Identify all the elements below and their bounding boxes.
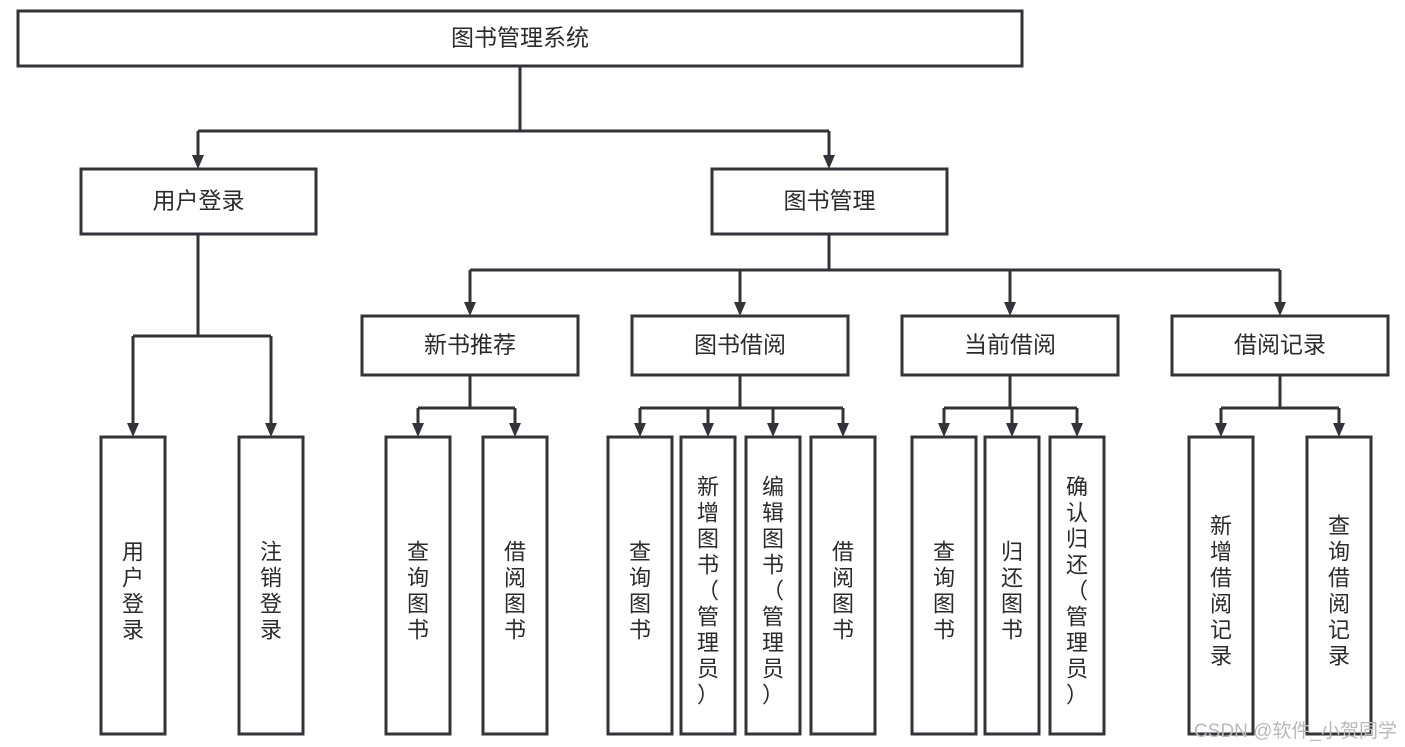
book-manage-split-branch-2-arrowhead (1004, 302, 1016, 316)
leaf-leaf-user-login-label: 用户登录 (122, 539, 144, 642)
node-leaf-add-book[interactable]: 新增图书（管理员） (679, 435, 737, 736)
level3-borrow-record-box[interactable] (1170, 314, 1390, 377)
current-borrow-split-branch-1-arrowhead (1006, 423, 1018, 437)
node-borrow-record[interactable]: 借阅记录 (1170, 314, 1390, 377)
leaf-leaf-query-book-3-label: 查询图书 (933, 539, 955, 642)
user-login-split-branch-1-arrowhead (265, 423, 277, 437)
leaf-leaf-edit-book-label: 编辑图书（管理员） (762, 474, 784, 707)
leaf-leaf-confirm-return-box[interactable] (1048, 435, 1106, 736)
node-leaf-query-book-2[interactable]: 查询图书 (606, 435, 674, 736)
leaf-leaf-logout-box[interactable] (237, 435, 305, 736)
leaf-leaf-return-book-box[interactable] (983, 435, 1041, 736)
level3-current-borrow-box[interactable] (900, 314, 1120, 377)
leaf-leaf-add-book-label: 新增图书（管理员） (697, 474, 719, 707)
root-title-label: 图书管理系统 (451, 25, 589, 51)
level3-current-borrow-label: 当前借阅 (964, 332, 1056, 358)
book-manage-split-branch-0-arrowhead (464, 302, 476, 316)
level3-book-borrow-box[interactable] (630, 314, 850, 377)
node-leaf-query-book-3[interactable]: 查询图书 (910, 435, 978, 736)
leaf-leaf-add-record-label: 新增借阅记录 (1210, 513, 1232, 668)
level2-book-manage-label: 图书管理 (784, 188, 876, 214)
user-login-split-branch-0-arrowhead (127, 423, 139, 437)
leaf-leaf-query-book-2-box[interactable] (606, 435, 674, 736)
node-root[interactable]: 图书管理系统 (16, 9, 1024, 68)
leaf-leaf-query-book-3-box[interactable] (910, 435, 978, 736)
borrow-record-split-branch-1-arrowhead (1333, 423, 1345, 437)
node-book-borrow[interactable]: 图书借阅 (630, 314, 850, 377)
level2-user-login-label: 用户登录 (153, 188, 245, 214)
node-current-borrow[interactable]: 当前借阅 (900, 314, 1120, 377)
node-book-manage[interactable]: 图书管理 (710, 167, 949, 236)
book-borrow-split-branch-0-arrowhead (634, 423, 646, 437)
connector-lines (127, 66, 1345, 437)
book-borrow-split-branch-3-arrowhead (837, 423, 849, 437)
level3-new-book-recommend-box[interactable] (360, 314, 580, 377)
leaf-leaf-query-book-1-box[interactable] (384, 435, 452, 736)
node-new-book-recommend[interactable]: 新书推荐 (360, 314, 580, 377)
leaf-leaf-add-record-box[interactable] (1187, 435, 1255, 736)
book-borrow-split-branch-1-arrowhead (702, 423, 714, 437)
node-leaf-borrow-book-2[interactable]: 借阅图书 (809, 435, 877, 736)
new-book-recommend-split-branch-1-arrowhead (509, 423, 521, 437)
node-leaf-borrow-book-1[interactable]: 借阅图书 (481, 435, 549, 736)
level2-user-login-box[interactable] (79, 167, 318, 236)
leaf-leaf-borrow-book-1-label: 借阅图书 (504, 539, 526, 642)
node-leaf-add-record[interactable]: 新增借阅记录 (1187, 435, 1255, 736)
node-user-login[interactable]: 用户登录 (79, 167, 318, 236)
csdn-watermark: CSDN @软件_小贺同学 (1194, 721, 1397, 742)
node-leaf-user-login[interactable]: 用户登录 (99, 435, 167, 736)
leaf-leaf-logout-label: 注销登录 (260, 539, 282, 642)
node-boxes: 图书管理系统用户登录图书管理新书推荐图书借阅当前借阅借阅记录用户登录注销登录查询… (16, 9, 1390, 736)
root-title-box[interactable] (16, 9, 1024, 68)
node-leaf-logout[interactable]: 注销登录 (237, 435, 305, 736)
current-borrow-split-branch-2-arrowhead (1071, 423, 1083, 437)
node-leaf-return-book[interactable]: 归还图书 (983, 435, 1041, 736)
leaf-leaf-query-record-box[interactable] (1305, 435, 1373, 736)
book-manage-split-branch-3-arrowhead (1274, 302, 1286, 316)
node-leaf-query-record[interactable]: 查询借阅记录 (1305, 435, 1373, 736)
book-borrow-split-branch-2-arrowhead (767, 423, 779, 437)
leaf-leaf-query-book-1-label: 查询图书 (407, 539, 429, 642)
level2-book-manage-box[interactable] (710, 167, 949, 236)
current-borrow-split-branch-0-arrowhead (938, 423, 950, 437)
level3-borrow-record-label: 借阅记录 (1234, 332, 1326, 358)
level3-book-borrow-label: 图书借阅 (694, 332, 786, 358)
leaf-leaf-return-book-label: 归还图书 (1001, 539, 1023, 642)
leaf-leaf-borrow-book-2-label: 借阅图书 (832, 539, 854, 642)
leaf-leaf-edit-book-box[interactable] (744, 435, 802, 736)
borrow-record-split-branch-0-arrowhead (1215, 423, 1227, 437)
leaf-leaf-user-login-box[interactable] (99, 435, 167, 736)
leaf-leaf-confirm-return-label: 确认归还（管理员） (1066, 474, 1088, 707)
root-split-branch-0-arrowhead (192, 155, 204, 169)
root-split-branch-1-arrowhead (823, 155, 835, 169)
leaf-leaf-query-record-label: 查询借阅记录 (1328, 513, 1350, 668)
level3-new-book-recommend-label: 新书推荐 (424, 332, 516, 358)
node-leaf-confirm-return[interactable]: 确认归还（管理员） (1048, 435, 1106, 736)
node-leaf-edit-book[interactable]: 编辑图书（管理员） (744, 435, 802, 736)
leaf-leaf-borrow-book-2-box[interactable] (809, 435, 877, 736)
leaf-leaf-query-book-2-label: 查询图书 (629, 539, 651, 642)
leaf-leaf-add-book-box[interactable] (679, 435, 737, 736)
new-book-recommend-split-branch-0-arrowhead (412, 423, 424, 437)
leaf-leaf-borrow-book-1-box[interactable] (481, 435, 549, 736)
book-manage-split-branch-1-arrowhead (734, 302, 746, 316)
node-leaf-query-book-1[interactable]: 查询图书 (384, 435, 452, 736)
